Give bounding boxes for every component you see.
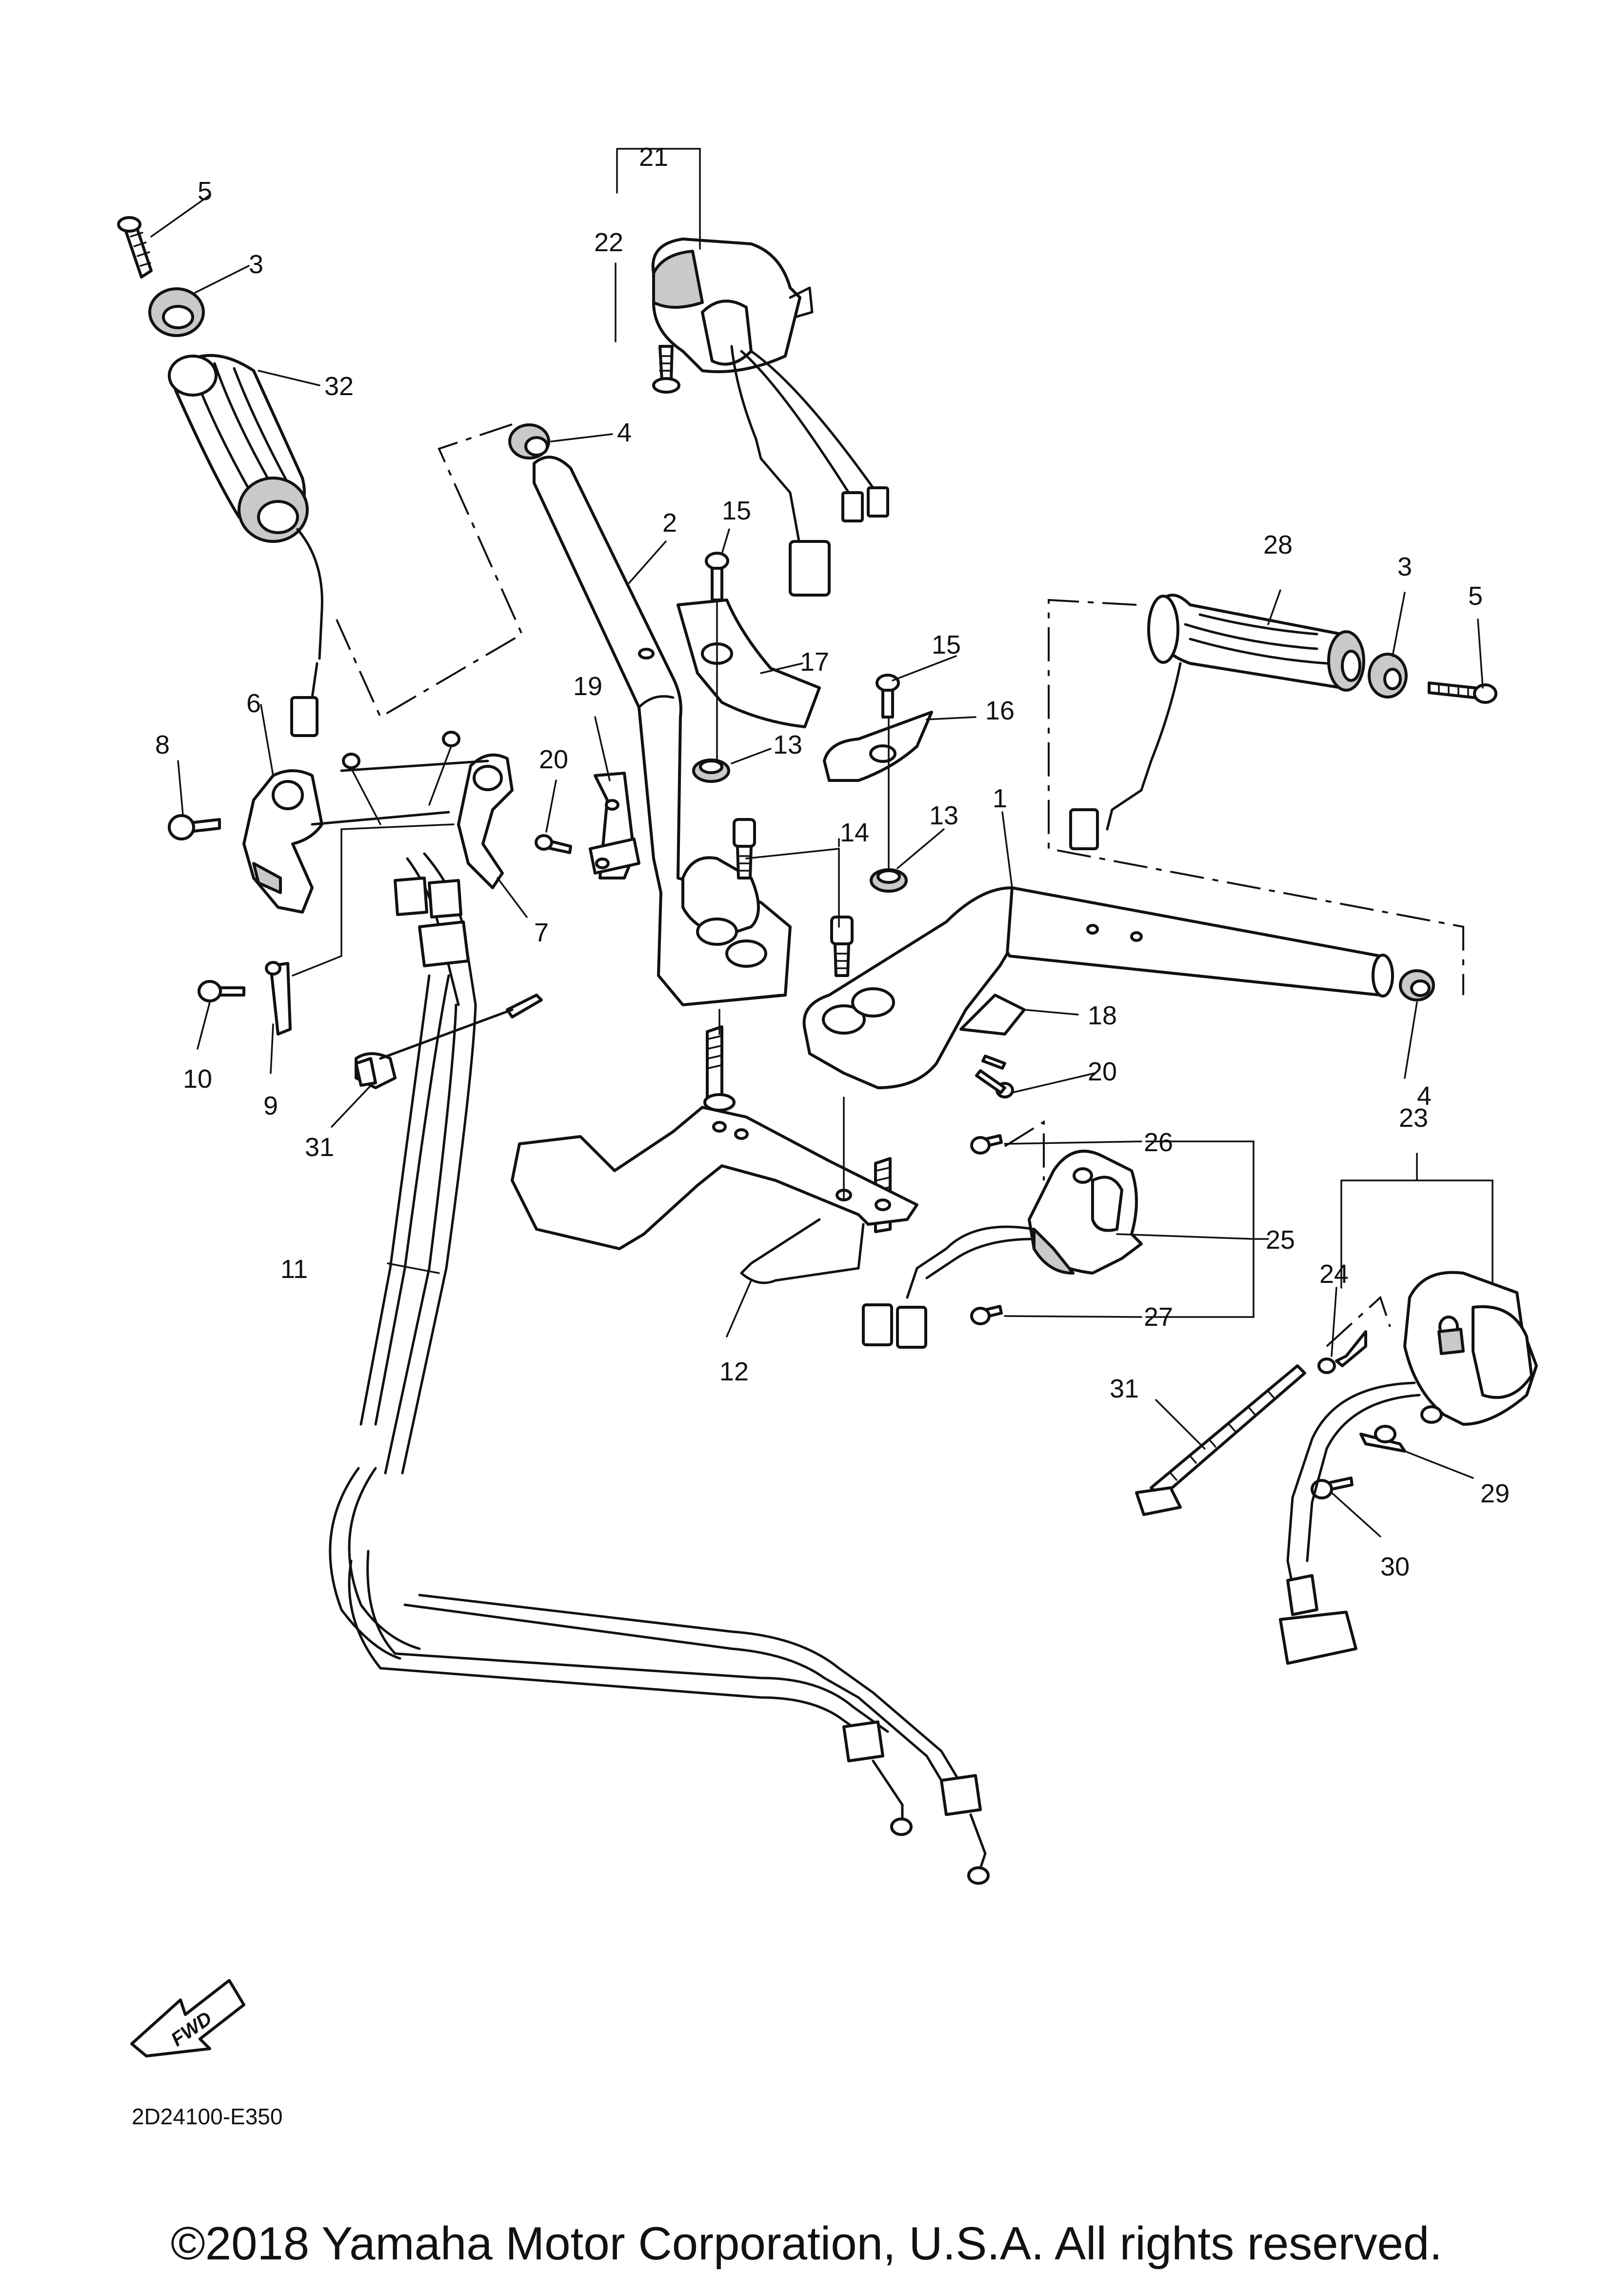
callout-15-left: 15 bbox=[722, 496, 751, 525]
callout-labels: 5 3 32 4 21 22 2 15 17 13 19 20 15 16 13… bbox=[155, 142, 1510, 1581]
callout-31-left: 31 bbox=[305, 1133, 334, 1162]
lever-holder-6-7 bbox=[168, 731, 514, 1036]
callout-20-left: 20 bbox=[539, 745, 568, 774]
bolt-15-holder-16 bbox=[823, 674, 933, 893]
callout-15-right: 15 bbox=[932, 630, 961, 659]
callout-27: 27 bbox=[1144, 1302, 1173, 1332]
leader-grip-to-bar bbox=[336, 423, 523, 719]
callout-25: 25 bbox=[1266, 1225, 1295, 1255]
callout-30: 30 bbox=[1380, 1552, 1410, 1581]
callout-13-right: 13 bbox=[929, 801, 958, 830]
callout-21: 21 bbox=[639, 142, 668, 172]
callout-5-right: 5 bbox=[1468, 581, 1483, 611]
callout-28: 28 bbox=[1263, 530, 1293, 559]
callout-24: 24 bbox=[1319, 1259, 1349, 1289]
callout-17: 17 bbox=[800, 647, 829, 677]
bracket-19 bbox=[535, 772, 640, 879]
callout-19: 19 bbox=[573, 672, 602, 701]
callout-32: 32 bbox=[324, 372, 354, 401]
cable-tie-31-left bbox=[355, 1057, 377, 1087]
right-switch-group bbox=[1279, 1271, 1538, 1665]
callout-31-right: 31 bbox=[1110, 1374, 1139, 1403]
callout-4-upper: 4 bbox=[617, 418, 632, 447]
callout-5-left: 5 bbox=[198, 177, 212, 206]
callout-3-left: 3 bbox=[249, 250, 263, 279]
callout-12: 12 bbox=[719, 1357, 749, 1386]
handlebar-2 bbox=[533, 456, 792, 1006]
callout-1: 1 bbox=[993, 784, 1007, 813]
throttle-housing-25 bbox=[862, 1120, 1143, 1349]
callout-29: 29 bbox=[1480, 1479, 1510, 1508]
callout-22: 22 bbox=[594, 228, 623, 257]
handlebar-1 bbox=[802, 886, 1394, 1089]
callout-20-right: 20 bbox=[1088, 1057, 1117, 1086]
leader-lines bbox=[150, 148, 1494, 1537]
bolt-15-holder-17 bbox=[677, 552, 821, 762]
cables-11 bbox=[329, 852, 990, 1885]
callout-3-right: 3 bbox=[1397, 552, 1412, 581]
holder-12 bbox=[511, 1009, 918, 1284]
bar-end-4-upper bbox=[508, 423, 550, 459]
callout-7: 7 bbox=[534, 918, 549, 947]
bolts-14 bbox=[733, 818, 854, 977]
right-grip-group bbox=[1048, 594, 1497, 995]
callout-23: 23 bbox=[1399, 1103, 1428, 1133]
diagram-part-number: 2D24100-E350 bbox=[132, 2104, 282, 2129]
callout-26: 26 bbox=[1144, 1128, 1173, 1157]
callout-6: 6 bbox=[246, 689, 261, 718]
callout-2: 2 bbox=[662, 508, 677, 538]
bracket-18 bbox=[959, 994, 1026, 1098]
bar-end-4-right bbox=[1399, 969, 1435, 1001]
nut-13-left bbox=[692, 759, 730, 783]
forward-arrow-icon: FWD bbox=[130, 1979, 245, 2057]
screw-5-left bbox=[117, 216, 153, 279]
callout-10: 10 bbox=[183, 1064, 212, 1094]
cable-tie-31-right bbox=[1135, 1364, 1306, 1516]
left-grip-group bbox=[117, 216, 523, 737]
left-switch-group bbox=[651, 238, 889, 597]
callout-13-left: 13 bbox=[773, 730, 802, 759]
callout-14: 14 bbox=[840, 818, 869, 847]
callout-16: 16 bbox=[985, 696, 1015, 725]
copyright-notice: ©2018 Yamaha Motor Corporation, U.S.A. A… bbox=[170, 2217, 1443, 2270]
callout-11: 11 bbox=[280, 1255, 308, 1284]
callout-4-right: 4 bbox=[1417, 1081, 1432, 1111]
callout-18: 18 bbox=[1088, 1001, 1117, 1030]
grip-32 bbox=[168, 354, 323, 737]
callout-8: 8 bbox=[155, 730, 170, 759]
end-cap-3-left bbox=[148, 287, 205, 337]
callout-9: 9 bbox=[263, 1091, 278, 1120]
